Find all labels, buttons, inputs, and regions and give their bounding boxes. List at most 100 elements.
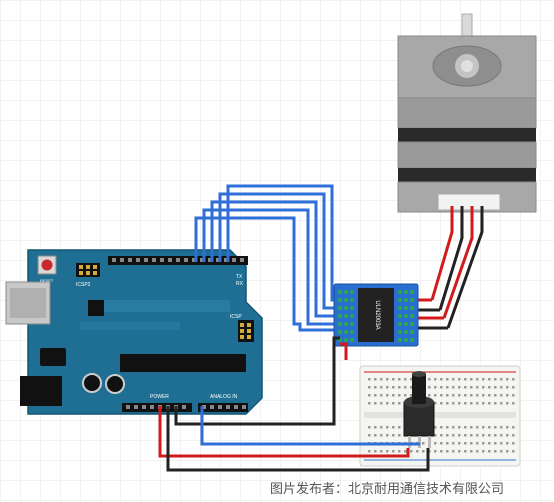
breadboard-hole: [392, 434, 395, 437]
breadboard-hole: [440, 434, 443, 437]
crystal: [40, 348, 66, 366]
breadboard-hole: [482, 426, 485, 429]
breadboard-hole: [416, 450, 419, 453]
breadboard-hole: [458, 378, 461, 381]
breadboard-hole: [446, 434, 449, 437]
breadboard-hole: [446, 442, 449, 445]
breadboard-hole: [404, 378, 407, 381]
breadboard-hole: [488, 442, 491, 445]
stepper-motor: [397, 13, 537, 213]
analog-label: ANALOG IN: [210, 394, 238, 400]
power-header: [122, 403, 192, 412]
breadboard-hole: [476, 386, 479, 389]
breadboard-hole: [512, 402, 515, 405]
breadboard-hole: [458, 450, 461, 453]
breadboard-hole: [458, 402, 461, 405]
breadboard-hole: [380, 378, 383, 381]
breadboard-hole: [446, 426, 449, 429]
breadboard-hole: [476, 434, 479, 437]
breadboard-hole: [374, 394, 377, 397]
breadboard-hole: [500, 386, 503, 389]
breadboard-hole: [476, 450, 479, 453]
breadboard-hole: [488, 426, 491, 429]
breadboard-hole: [476, 402, 479, 405]
breadboard-hole: [368, 386, 371, 389]
breadboard-hole: [488, 378, 491, 381]
tx-label: TX: [236, 274, 243, 280]
breadboard-hole: [404, 394, 407, 397]
breadboard-hole: [464, 426, 467, 429]
usb-chip: [88, 300, 104, 316]
breadboard-hole: [470, 450, 473, 453]
breadboard-hole: [458, 426, 461, 429]
breadboard-hole: [464, 394, 467, 397]
motor-dark-band: [398, 128, 536, 142]
breadboard-hole: [398, 394, 401, 397]
breadboard-hole: [380, 394, 383, 397]
digital-header: [108, 256, 248, 265]
breadboard-hole: [368, 402, 371, 405]
breadboard-hole: [434, 442, 437, 445]
breadboard-hole: [476, 394, 479, 397]
breadboard-hole: [464, 402, 467, 405]
breadboard-hole: [494, 434, 497, 437]
breadboard-hole: [386, 386, 389, 389]
breadboard-hole: [506, 386, 509, 389]
breadboard-hole: [500, 394, 503, 397]
breadboard-hole: [404, 450, 407, 453]
breadboard-hole: [422, 442, 425, 445]
uln2003-chip: [358, 288, 394, 342]
breadboard-hole: [494, 450, 497, 453]
breadboard-hole: [512, 394, 515, 397]
breadboard-hole: [380, 426, 383, 429]
breadboard-hole: [434, 394, 437, 397]
breadboard-hole: [482, 442, 485, 445]
breadboard-hole: [506, 394, 509, 397]
breadboard-hole: [470, 402, 473, 405]
breadboard-hole: [452, 402, 455, 405]
breadboard-hole: [398, 450, 401, 453]
power-ground-wires: [158, 336, 430, 472]
breadboard-hole: [482, 434, 485, 437]
breadboard-hole: [506, 426, 509, 429]
reset-label: RESET: [40, 278, 54, 283]
pot-knob: [412, 374, 426, 404]
breadboard-hole: [506, 402, 509, 405]
breadboard-hole: [398, 426, 401, 429]
breadboard-hole: [512, 450, 515, 453]
breadboard-hole: [470, 394, 473, 397]
breadboard-hole: [398, 402, 401, 405]
breadboard-hole: [476, 442, 479, 445]
analog-header: [198, 403, 248, 412]
rx-label: RX: [236, 281, 244, 287]
icsp2-label: ICSP2: [76, 282, 91, 288]
breadboard-hole: [494, 402, 497, 405]
breadboard-hole: [500, 426, 503, 429]
breadboard-hole: [374, 402, 377, 405]
silkscreen-logo: [100, 300, 230, 312]
motor-wires: [418, 206, 484, 330]
breadboard-hole: [470, 386, 473, 389]
breadboard-hole: [470, 434, 473, 437]
breadboard-hole: [488, 402, 491, 405]
breadboard-hole: [374, 450, 377, 453]
icsp2-header: [76, 263, 100, 277]
breadboard-hole: [386, 426, 389, 429]
breadboard-hole: [398, 378, 401, 381]
breadboard-hole: [380, 434, 383, 437]
breadboard-hole: [440, 426, 443, 429]
breadboard-hole: [404, 386, 407, 389]
breadboard-hole: [440, 386, 443, 389]
dc-jack: [20, 376, 62, 406]
breadboard-hole: [374, 378, 377, 381]
breadboard-hole: [470, 442, 473, 445]
breadboard-hole: [446, 450, 449, 453]
breadboard-hole: [392, 394, 395, 397]
breadboard-hole: [452, 394, 455, 397]
breadboard-hole: [512, 378, 515, 381]
breadboard-hole: [380, 386, 383, 389]
breadboard-hole: [392, 386, 395, 389]
watermark: 图片发布者：北京耐用通信技术有限公司: [270, 482, 505, 497]
breadboard-hole: [488, 450, 491, 453]
